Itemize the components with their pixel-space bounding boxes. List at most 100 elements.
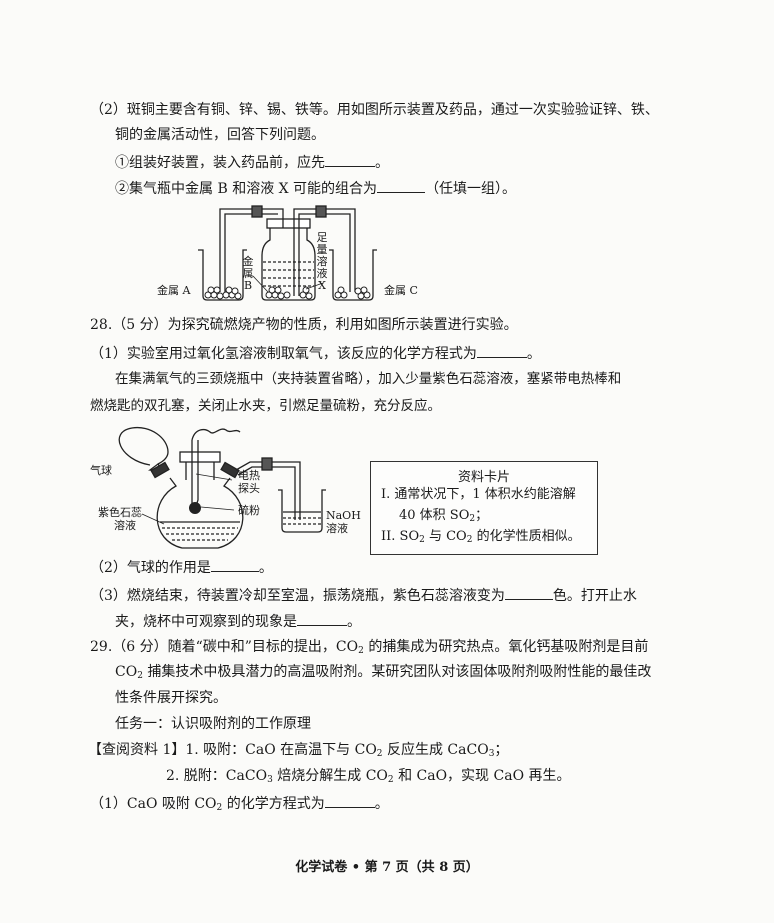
- label-balloon: 气球: [90, 464, 112, 477]
- label-litmus-2: 溶液: [114, 519, 136, 532]
- q28-part1-end: 。: [526, 346, 541, 362]
- q29-part1-sub: 2: [216, 803, 223, 813]
- left-clamp: [251, 205, 263, 218]
- data-card: 资料卡片 I. 通常状况下，1 体积水约能溶解 40 体积 SO2； II. S…: [370, 461, 598, 555]
- label-solution-x: 足 量 溶 液 X: [316, 232, 328, 292]
- card-item1-line2: 40 体积 SO2；: [399, 507, 488, 524]
- q28-desc-line1: 在集满氧气的三颈烧瓶中（夹持装置省略），加入少量紫色石蕊溶液，塞紧带电热棒和: [115, 371, 622, 387]
- card-item2-b: 与 CO: [424, 529, 467, 544]
- label-metal-b: 金 属 B: [242, 256, 254, 292]
- q27-sub1-end: 。: [375, 155, 389, 171]
- q27-sub1-text: ①组装好装置，装入药品前，应先: [115, 155, 325, 171]
- right-clamp: [315, 205, 327, 218]
- right-beaker: [329, 249, 377, 301]
- card-item2: II. SO2 与 CO2 的化学性质相似。: [381, 528, 581, 545]
- label-litmus-1: 紫色石蕊: [98, 506, 142, 519]
- answer-blank[interactable]: [377, 178, 426, 193]
- three-neck-flask: [156, 477, 244, 549]
- q28-part1: （1）实验室用过氧化氢溶液制取氧气，该反应的化学方程式为 。: [90, 343, 541, 363]
- q29-task1: 任务一：认识吸附剂的工作原理: [115, 716, 311, 732]
- water-stop-clamp: [261, 457, 273, 471]
- label-metal-b-1: 金: [242, 255, 254, 268]
- label-metal-b-3: B: [243, 279, 253, 292]
- q27-sub2-text: ②集气瓶中金属 B 和溶液 X 可能的组合为: [115, 181, 378, 197]
- q29-ref2-sub2: 2: [387, 775, 394, 785]
- label-solution-5: X: [318, 279, 326, 292]
- q29-ref2-b: 焙烧分解生成 CO: [272, 768, 388, 784]
- q27-part2-line2: 铜的金属活动性，回答下列问题。: [115, 127, 325, 143]
- q28-part1-text: （1）实验室用过氧化氢溶液制取氧气，该反应的化学方程式为: [90, 346, 477, 362]
- q28-part3-line2: 夹，烧杯中可观察到的现象是 。: [115, 611, 361, 631]
- q29-ref-sub2: 3: [488, 749, 495, 759]
- q29-line2-b: 捕集技术中极具潜力的高温吸附剂。某研究团队对该固体吸附剂吸附性能的最佳改: [142, 664, 652, 680]
- label-probe-1: 电热: [238, 469, 260, 482]
- card-title: 资料卡片: [457, 470, 510, 485]
- q29-ref2-a: 2. 脱附：CaCO: [166, 768, 268, 784]
- q28-part2-end: 。: [258, 560, 273, 576]
- page-footer: 化学试卷 • 第 7 页（共 8 页）: [295, 860, 479, 875]
- card-item1-line1: I. 通常状况下，1 体积水约能溶解: [381, 487, 576, 502]
- label-naoh-1: NaOH: [326, 509, 361, 522]
- q28-desc-line2: 燃烧匙的双孔塞，关闭止水夹，引燃足量硫粉，充分反应。: [90, 398, 441, 414]
- label-solution-2: 量: [316, 243, 328, 256]
- combustion-spoon: [195, 440, 199, 507]
- answer-blank[interactable]: [324, 793, 375, 808]
- card-item2-a: II. SO: [381, 529, 420, 544]
- answer-blank[interactable]: [210, 557, 259, 572]
- answer-blank[interactable]: [297, 611, 347, 626]
- q28-part3-text: （3）燃烧结束，待装置冷却至室温，振荡烧瓶，紫色石蕊溶液变为: [90, 588, 505, 604]
- card-item2-c: 的化学性质相似。: [472, 529, 581, 544]
- label-sulfur: 硫粉: [238, 504, 260, 517]
- card-item1-sub: 2: [469, 514, 476, 524]
- q28-part3-line1: （3）燃烧结束，待装置冷却至室温，振荡烧瓶，紫色石蕊溶液变为色。打开止水: [90, 585, 637, 605]
- card-item1-text: 40 体积 SO: [399, 508, 470, 523]
- q27-part2-line1: （2）斑铜主要含有铜、锌、锡、铁等。用如图所示装置及药品，通过一次实验验证锌、铁…: [90, 102, 659, 118]
- answer-blank[interactable]: [476, 343, 527, 358]
- card-item1-end: ；: [475, 508, 489, 523]
- q28-part2: （2）气球的作用是 。: [90, 557, 273, 577]
- double-hole-stopper: [179, 451, 221, 463]
- label-litmus: 紫色石蕊 溶液: [98, 506, 142, 532]
- gas-bottle: [261, 226, 316, 301]
- q28-part2-text: （2）气球的作用是: [90, 560, 211, 576]
- q29-line2: CO2 捕集技术中极具潜力的高温吸附剂。某研究团队对该固体吸附剂吸附性能的最佳改: [115, 663, 651, 681]
- q29-line1-a: 29.（6 分）随着“碳中和”目标的提出，CO: [90, 639, 359, 655]
- q29-line1-sub: 2: [358, 646, 364, 656]
- q29-line2-a: CO: [115, 664, 138, 680]
- q28-part3-end: 。: [347, 614, 361, 630]
- q28-part3-line2-text: 夹，烧杯中可观察到的现象是: [115, 614, 297, 630]
- q29-reference2: 2. 脱附：CaCO3 焙烧分解生成 CO2 和 CaO，实现 CaO 再生。: [166, 767, 571, 785]
- q29-part1: （1）CaO 吸附 CO2 的化学方程式为 。: [90, 793, 389, 813]
- naoh-beaker: [278, 489, 326, 533]
- label-naoh: NaOH 溶液: [326, 509, 361, 535]
- q29-reference1: 【查阅资料 1】1. 吸附：CaO 在高温下与 CO2 反应生成 CaCO3；: [88, 741, 508, 759]
- q29-line3: 性条件展开探究。: [115, 690, 227, 706]
- label-solution-1: 足: [316, 231, 328, 244]
- bottle-stopper: [266, 218, 311, 229]
- q27-sub2-end: （任填一组）。: [425, 181, 517, 197]
- card-item2-sub2: 2: [466, 535, 473, 545]
- q29-part1-end: 。: [374, 796, 389, 812]
- answer-blank[interactable]: [504, 585, 553, 600]
- label-probe: 电热 探头: [238, 469, 260, 495]
- q27-sub2: ②集气瓶中金属 B 和溶液 X 可能的组合为 （任填一组）。: [115, 178, 516, 198]
- label-metal-b-2: 属: [242, 267, 254, 280]
- label-probe-2: 探头: [238, 482, 260, 495]
- q29-line2-sub: 2: [137, 671, 143, 681]
- label-solution-3: 溶: [316, 255, 328, 268]
- q29-part1-a: （1）CaO 吸附 CO: [90, 796, 217, 812]
- q29-ref2-sub1: 3: [267, 775, 273, 785]
- balloon: [118, 426, 169, 466]
- left-beaker: [198, 249, 247, 301]
- q29-part1-b: 的化学方程式为: [222, 796, 325, 812]
- q29-ref2-c: 和 CaO，实现 CaO 再生。: [393, 768, 571, 784]
- card-item2-sub1: 2: [419, 535, 425, 545]
- q29-ref-c: ；: [494, 742, 509, 758]
- sulfur-powder: [189, 502, 201, 514]
- label-metal-c: 金属 C: [384, 284, 418, 297]
- label-naoh-2: 溶液: [326, 522, 348, 535]
- q29-ref-a: 【查阅资料 1】1. 吸附：CaO 在高温下与 CO: [88, 742, 377, 758]
- q29-line1-b: 的捕集成为研究热点。氧化钙基吸附剂是目前: [363, 639, 649, 655]
- answer-blank[interactable]: [325, 152, 375, 167]
- label-solution-4: 液: [316, 267, 328, 280]
